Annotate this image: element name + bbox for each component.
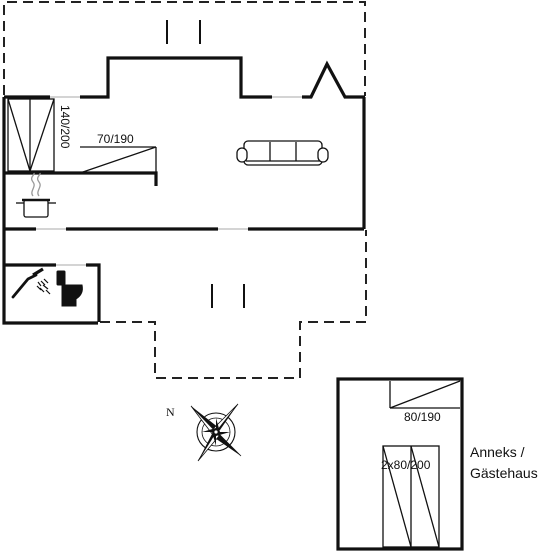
main-house-walls [2, 56, 366, 325]
bed-label-80-190: 80/190 [404, 410, 441, 424]
sofa-icon [236, 140, 329, 166]
window-markers [166, 20, 245, 308]
bed-label-70-190: 70/190 [97, 132, 134, 146]
bed-bunk-140-200 [7, 98, 55, 172]
bed-single-70-190 [79, 146, 157, 174]
bed-single-80-190 [389, 380, 461, 409]
toilet-icon [56, 270, 83, 307]
annex-label-line1: Anneks / [470, 444, 525, 460]
annex-label-line2: Gästehaus [470, 465, 538, 481]
bed-double-2x80-200 [382, 445, 440, 548]
compass-icon [190, 403, 242, 462]
bed-label-140-200: 140/200 [58, 105, 72, 149]
annex-walls [336, 377, 464, 551]
shower-icon [11, 267, 51, 299]
door-openings [36, 96, 302, 266]
cooking-pot-icon [16, 172, 56, 218]
terrace-outline [3, 1, 367, 379]
bed-label-2x80-200: 2x80/200 [381, 458, 431, 472]
compass-north-label: N [166, 405, 175, 419]
